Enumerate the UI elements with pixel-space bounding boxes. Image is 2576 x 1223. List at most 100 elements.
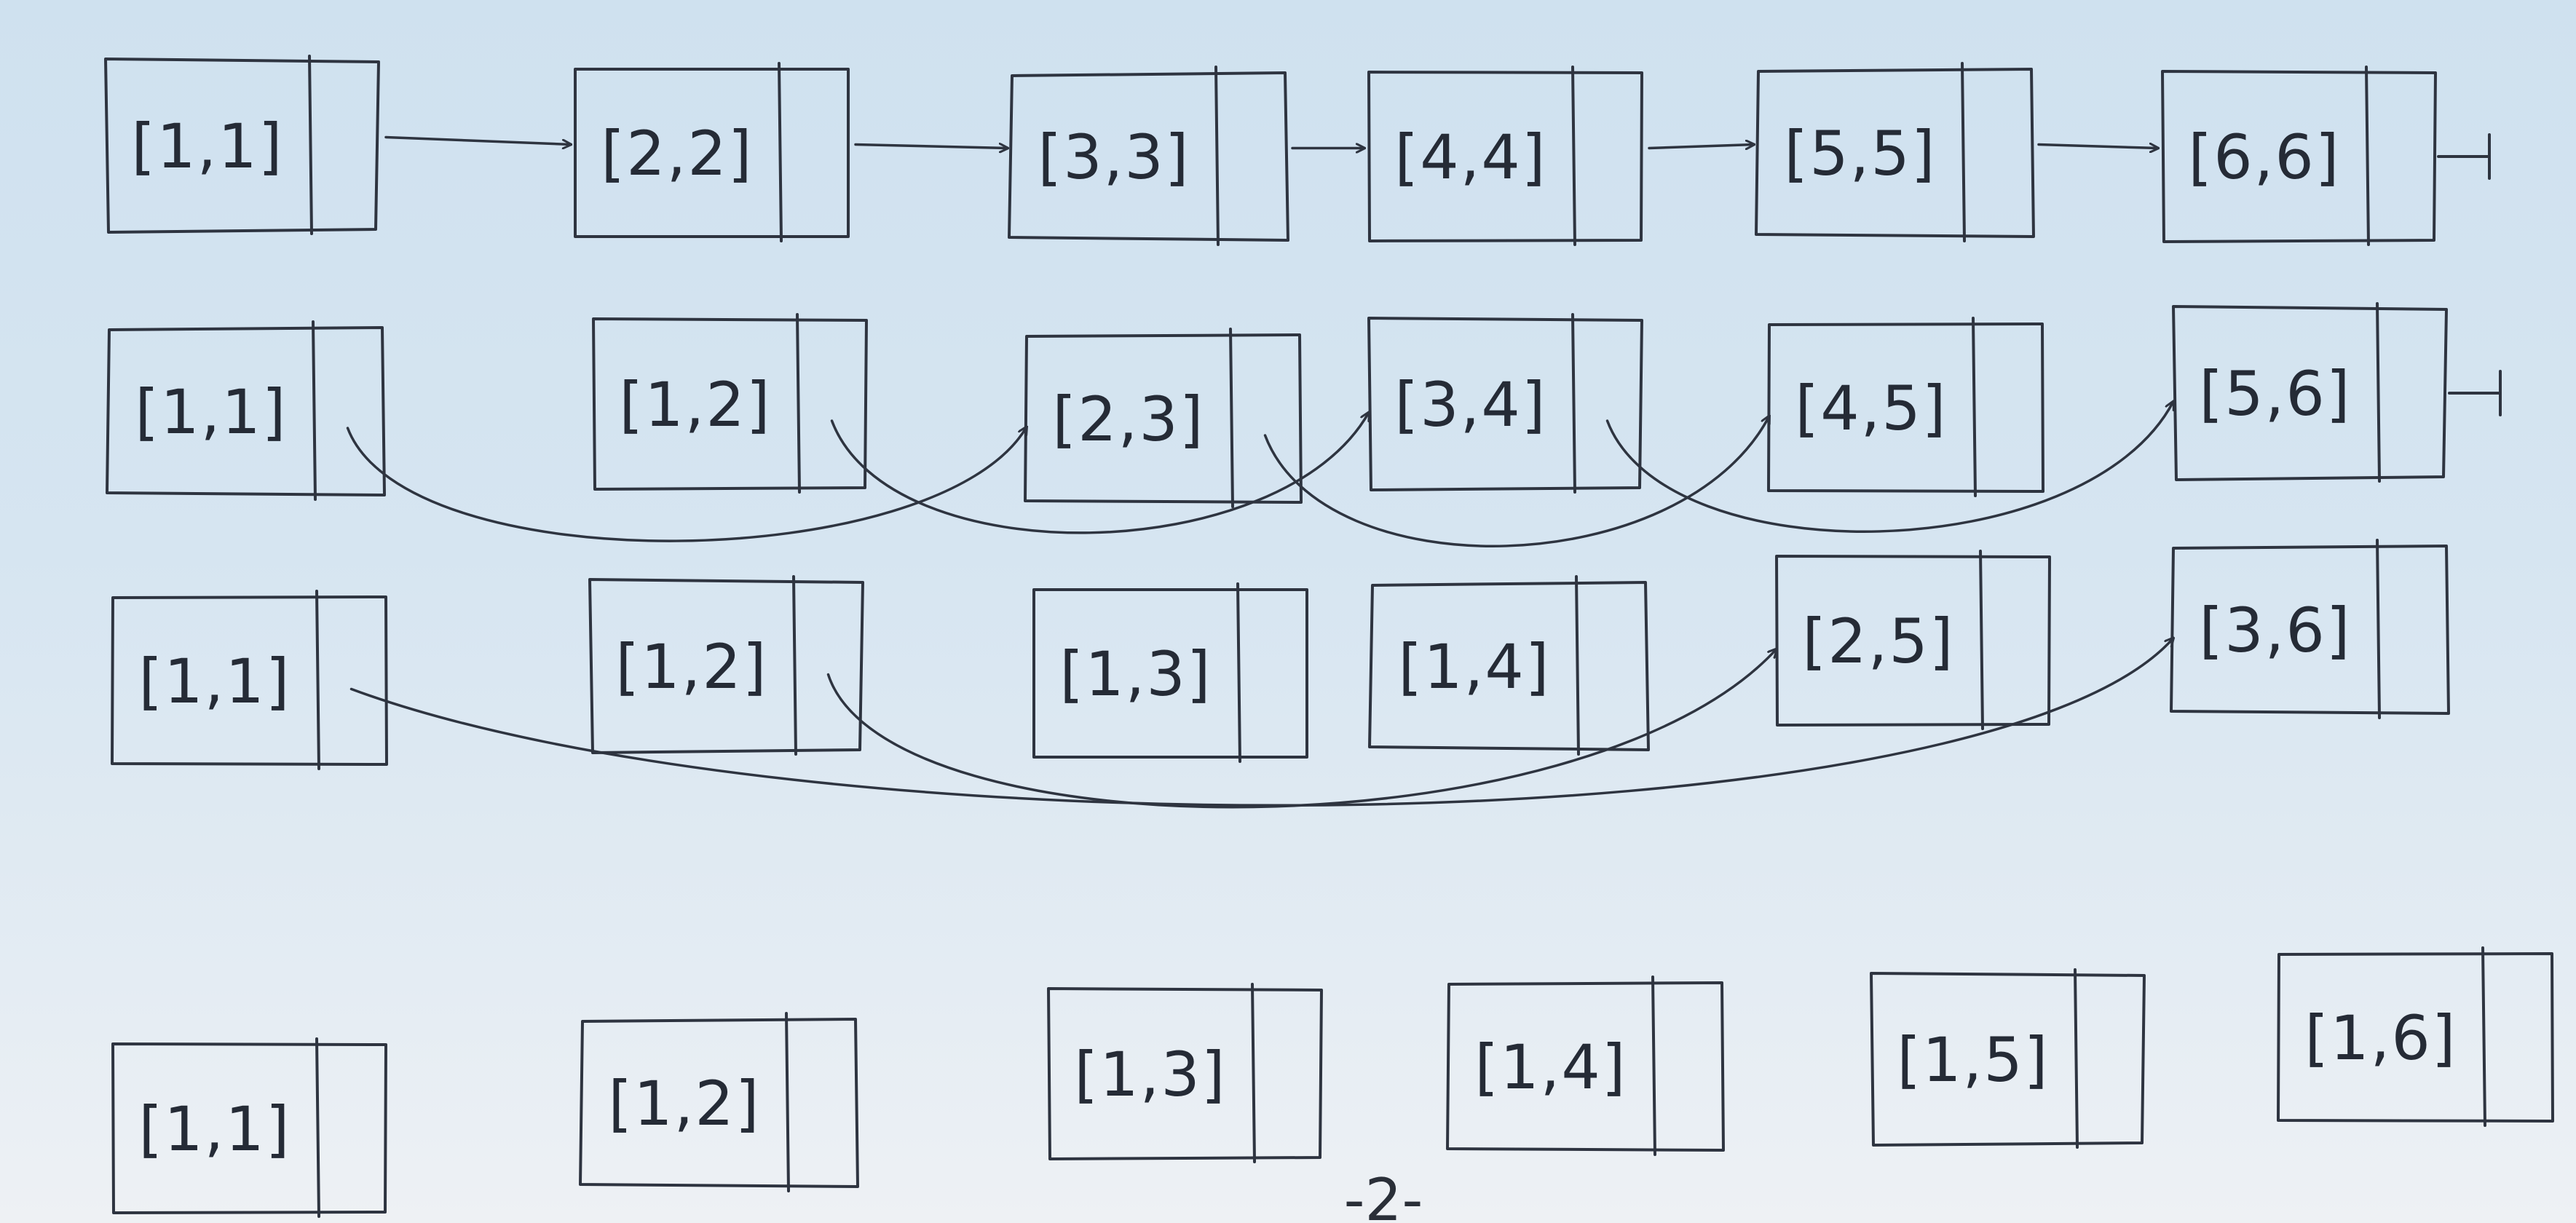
node-box xyxy=(1755,68,2035,238)
list-node: [4,4] xyxy=(1367,66,1643,246)
node-box xyxy=(1047,987,1323,1160)
list-node: [1,3] xyxy=(1047,983,1323,1163)
node-box xyxy=(1368,581,1650,751)
node-box xyxy=(111,1042,387,1214)
list-node: [1,1] xyxy=(111,1037,387,1218)
node-box xyxy=(1024,333,1303,504)
pointer-field-divider xyxy=(315,1037,320,1218)
list-node: [1,4] xyxy=(1368,575,1650,756)
page-number: -2- xyxy=(1344,1166,1423,1223)
pointer-field-divider xyxy=(1961,62,1966,242)
node-label: [3,3] xyxy=(1038,122,1190,193)
list-node: [5,5] xyxy=(1755,62,2035,242)
node-box xyxy=(1367,71,1643,242)
pointer-field-divider xyxy=(312,320,317,501)
pointer-field-divider xyxy=(1214,66,1220,246)
node-box xyxy=(1367,317,1643,491)
pointer-arrow xyxy=(830,413,1370,534)
node-box xyxy=(579,1018,859,1188)
list-node: [6,6] xyxy=(2161,66,2437,246)
list-node: [1,1] xyxy=(106,320,386,501)
list-node: [1,2] xyxy=(579,1012,859,1192)
pointer-arrow xyxy=(854,145,1008,149)
node-box xyxy=(574,68,850,238)
node-label: [2,5] xyxy=(1802,606,1954,677)
node-label: [5,5] xyxy=(1784,118,1936,189)
node-label: [1,4] xyxy=(1474,1032,1627,1103)
pointer-arrow xyxy=(384,135,571,145)
node-label: [1,6] xyxy=(2304,1002,2457,1074)
null-terminator xyxy=(2448,370,2502,416)
list-node: [1,5] xyxy=(1870,968,2146,1149)
list-node: [2,2] xyxy=(574,62,850,242)
pointer-field-divider xyxy=(1236,582,1241,763)
list-node: [1,4] xyxy=(1446,975,1725,1156)
node-box xyxy=(2161,70,2437,243)
pointer-field-divider xyxy=(1979,550,1984,730)
pointer-field-divider xyxy=(2376,302,2381,483)
list-node: [1,2] xyxy=(588,575,864,756)
pointer-arrow xyxy=(1605,402,2174,533)
node-box xyxy=(592,317,868,491)
node-box xyxy=(1767,322,2044,493)
pointer-field-divider xyxy=(1651,975,1656,1156)
pointer-arrow xyxy=(1648,145,1754,149)
pointer-field-divider xyxy=(1229,328,1234,508)
node-label: [5,6] xyxy=(2199,358,2351,430)
list-node: [1,3] xyxy=(1032,582,1308,763)
pointer-arrow xyxy=(826,649,1777,809)
node-label: [2,2] xyxy=(601,118,753,189)
node-label: [1,5] xyxy=(1897,1024,2049,1096)
node-label: [2,3] xyxy=(1052,384,1204,455)
node-box xyxy=(2170,545,2450,715)
node-box xyxy=(104,58,380,234)
node-label: [1,3] xyxy=(1074,1039,1226,1110)
list-node: [1,2] xyxy=(592,313,868,494)
node-label: [1,3] xyxy=(1059,638,1212,710)
null-terminators xyxy=(2437,133,2502,416)
pointer-field-divider xyxy=(796,313,801,494)
pointer-field-divider xyxy=(785,1012,790,1192)
node-box xyxy=(1775,555,2051,727)
node-label: [4,5] xyxy=(1795,373,1947,444)
node-label: [1,2] xyxy=(608,1068,760,1139)
pointer-field-divider xyxy=(1571,313,1576,494)
node-box xyxy=(1032,588,1308,759)
list-node: [2,5] xyxy=(1775,550,2051,730)
pointer-field-divider xyxy=(315,590,320,770)
node-box xyxy=(2277,952,2554,1123)
list-node: [1,1] xyxy=(104,55,380,235)
list-node: [5,6] xyxy=(2172,302,2448,483)
list-node: [2,3] xyxy=(1024,328,1303,508)
node-box xyxy=(1008,71,1289,242)
null-terminator xyxy=(2437,133,2491,180)
pointer-field-divider xyxy=(2376,539,2381,719)
list-node: [4,5] xyxy=(1767,317,2044,497)
node-box xyxy=(2172,305,2448,481)
pointer-field-divider xyxy=(1251,983,1256,1163)
node-label: [4,4] xyxy=(1394,122,1546,193)
node-label: [6,6] xyxy=(2188,122,2340,193)
node-boxes: [1,1] [2,2] [3,3] [4,4] [5,5] [6,6] [1,1] [1,2]… xyxy=(104,55,2554,1218)
pointer-field-divider xyxy=(2481,946,2486,1127)
node-label: [1,2] xyxy=(619,369,771,440)
node-box xyxy=(588,578,864,754)
pointer-arrow xyxy=(1263,416,1770,547)
node-label: [1,4] xyxy=(1398,631,1550,702)
list-node: [1,6] xyxy=(2277,946,2554,1127)
list-node: [3,3] xyxy=(1008,66,1289,246)
pointer-field-divider xyxy=(792,575,797,756)
node-box xyxy=(1870,972,2146,1147)
node-label: [3,4] xyxy=(1394,369,1546,440)
list-node: [3,4] xyxy=(1367,313,1643,494)
list-node: [1,1] xyxy=(111,590,388,770)
node-label: [1,1] xyxy=(138,1093,291,1165)
pointer-field-divider xyxy=(2365,66,2370,246)
pointer-field-divider xyxy=(1972,317,1977,497)
node-box xyxy=(1446,981,1725,1152)
pointer-field-divider xyxy=(778,62,783,242)
node-label: [3,6] xyxy=(2199,595,2351,666)
node-label: [1,1] xyxy=(135,376,287,448)
